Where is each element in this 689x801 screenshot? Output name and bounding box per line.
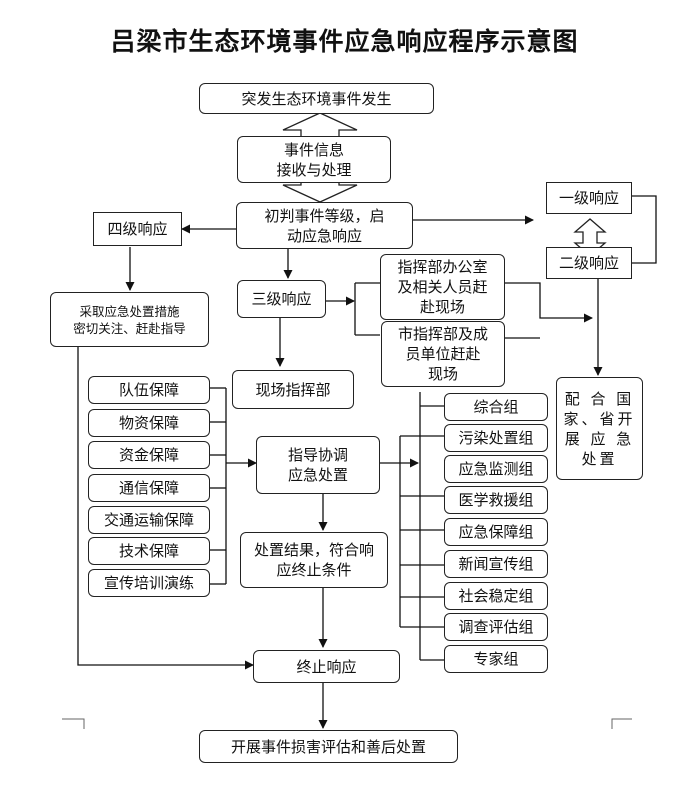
- group-item: 医学救援组: [444, 486, 548, 514]
- group-item: 综合组: [444, 393, 548, 421]
- group-item: 污染处置组: [444, 424, 548, 452]
- guarantee-item: 资金保障: [88, 441, 210, 469]
- cooperate-box: 配 合 国 家、省开 展 应 急 处置: [556, 377, 643, 480]
- group-item: 调查评估组: [444, 613, 548, 641]
- guarantee-item: 通信保障: [88, 474, 210, 502]
- guarantee-item: 物资保障: [88, 409, 210, 437]
- group-item: 应急保障组: [444, 518, 548, 546]
- group-item: 应急监测组: [444, 455, 548, 483]
- guarantee-item: 队伍保障: [88, 376, 210, 404]
- city-hq-box: 市指挥部及成 员单位赶赴 现场: [381, 321, 505, 387]
- office-box: 指挥部办公室 及相关人员赶 赴现场: [380, 254, 505, 320]
- end-condition-box: 处置结果，符合响 应终止条件: [240, 532, 388, 588]
- guarantee-item: 宣传培训演练: [88, 569, 210, 597]
- diagram-title: 吕梁市生态环境事件应急响应程序示意图: [110, 27, 579, 56]
- group-item: 专家组: [444, 645, 548, 673]
- assessment-box: 开展事件损害评估和善后处置: [199, 730, 458, 763]
- onsite-hq-box: 现场指挥部: [232, 370, 354, 409]
- measures-box: 采取应急处置措施 密切关注、赶赴指导: [50, 292, 209, 347]
- sudden-event-box: 突发生态环境事件发生: [199, 83, 434, 114]
- group-item: 社会稳定组: [444, 582, 548, 610]
- guarantee-item: 交通运输保障: [88, 506, 210, 534]
- level1-box: 一级响应: [546, 182, 632, 214]
- initial-judgement-box: 初判事件等级，启 动应急响应: [236, 202, 413, 249]
- level2-box: 二级响应: [546, 247, 632, 279]
- guide-box: 指导协调 应急处置: [256, 436, 380, 494]
- terminate-box: 终止响应: [253, 650, 400, 683]
- guarantee-item: 技术保障: [88, 537, 210, 565]
- level3-box: 三级响应: [237, 280, 326, 318]
- group-item: 新闻宣传组: [444, 550, 548, 578]
- info-box: 事件信息 接收与处理: [237, 136, 391, 183]
- level4-box: 四级响应: [93, 212, 182, 246]
